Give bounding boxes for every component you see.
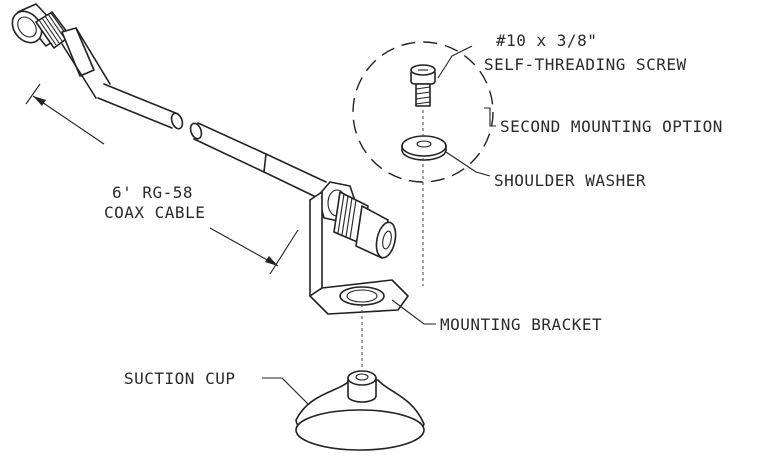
coax-cable-segment-1	[97, 83, 184, 130]
cable-length-dimension	[25, 83, 299, 275]
label-second-mounting-option: SECOND MOUNTING OPTION	[500, 117, 723, 136]
self-threading-screw	[410, 64, 436, 107]
cable-end-connector	[11, 3, 111, 99]
mounting-bracket	[309, 191, 409, 315]
shoulder-washer	[401, 135, 447, 161]
label-mounting-bracket: MOUNTING BRACKET	[440, 315, 602, 334]
label-screw-size: #10 x 3/8"	[496, 31, 597, 50]
label-cable-length: 6' RG-58	[112, 183, 193, 202]
label-suction-cup: SUCTION CUP	[124, 369, 235, 388]
label-cable-type: COAX CABLE	[104, 203, 205, 222]
assembly-center-lines	[361, 110, 424, 370]
leader-lines	[262, 45, 496, 405]
coax-cable-segment-2	[189, 122, 327, 199]
bnc-connector	[317, 181, 397, 259]
suction-cup	[295, 370, 425, 451]
label-screw-name: SELF-THREADING SCREW	[484, 55, 687, 74]
label-shoulder-washer: SHOULDER WASHER	[494, 171, 646, 190]
second-mounting-option-circle	[352, 41, 494, 183]
